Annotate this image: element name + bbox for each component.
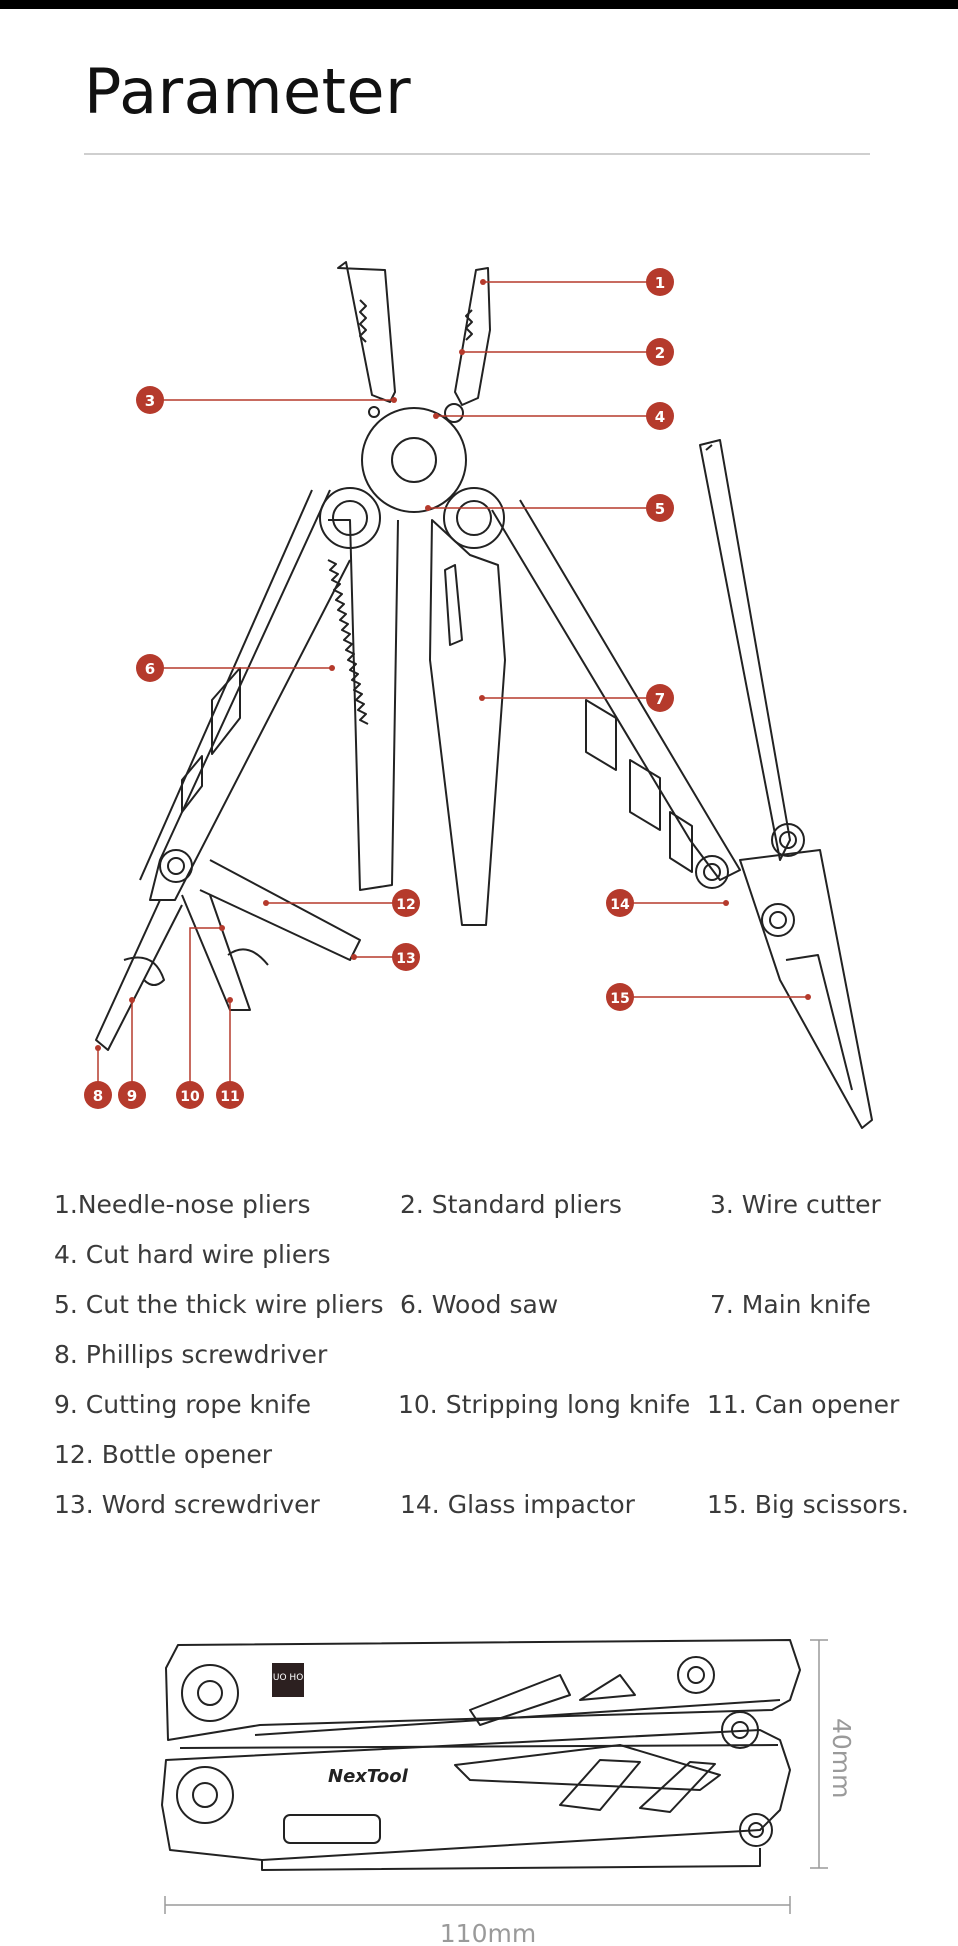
callout-label: 4 xyxy=(655,408,665,426)
callout-group-10: 10 xyxy=(176,925,225,1109)
legend-item: 15. Big scissors. xyxy=(707,1490,909,1519)
legend-item: 2. Standard pliers xyxy=(400,1190,622,1219)
folded-tool-drawing xyxy=(161,1639,801,1871)
callout-label: 15 xyxy=(610,991,629,1007)
callout-group-15: 15 xyxy=(606,983,811,1011)
callout-badge xyxy=(646,494,674,522)
callout-label: 13 xyxy=(396,951,415,967)
callout-group-9: 9 xyxy=(118,997,146,1109)
callout-label: 3 xyxy=(145,392,155,410)
tool-diagram: 1 2 3 4 5 6 7 8 xyxy=(84,261,873,1129)
callout-badge xyxy=(84,1081,112,1109)
legend-item: 1.Needle-nose pliers xyxy=(54,1190,311,1219)
callout-group-6: 6 xyxy=(136,654,335,682)
callout-badge xyxy=(216,1081,244,1109)
legend-item: 9. Cutting rope knife xyxy=(54,1390,311,1419)
callout-label: 12 xyxy=(396,897,415,913)
callout-badge xyxy=(646,684,674,712)
callout-badge xyxy=(646,268,674,296)
callout-group-12: 12 xyxy=(263,889,420,917)
callout-group-8: 8 xyxy=(84,1045,112,1109)
callout-badge xyxy=(646,338,674,366)
callout-badge xyxy=(136,654,164,682)
callout-group-2: 2 xyxy=(459,338,674,366)
callout-badge xyxy=(646,402,674,430)
brand-logo xyxy=(272,1663,304,1697)
callout-label: 2 xyxy=(655,344,665,362)
legend-item: 12. Bottle opener xyxy=(54,1440,273,1469)
legend-item: 8. Phillips screwdriver xyxy=(54,1340,328,1369)
callout-label: 8 xyxy=(93,1087,103,1105)
callout-group-7: 7 xyxy=(479,684,674,712)
callout-group-11: 11 xyxy=(216,997,244,1109)
callout-badge xyxy=(392,889,420,917)
callout-badge xyxy=(176,1081,204,1109)
legend-item: 5. Cut the thick wire pliers xyxy=(54,1290,384,1319)
callout-group-1: 1 xyxy=(480,268,674,296)
callout-label: 1 xyxy=(655,274,665,292)
callout-label: 11 xyxy=(220,1089,239,1105)
callout-label: 7 xyxy=(655,690,665,708)
callout-badge xyxy=(606,983,634,1011)
height-label: 40mm xyxy=(827,1718,856,1799)
legend-item: 10. Stripping long knife xyxy=(398,1390,691,1419)
legend-item: 11. Can opener xyxy=(707,1390,900,1419)
callout-badge xyxy=(606,889,634,917)
brand-name: NexTool xyxy=(328,1766,409,1787)
top-bar xyxy=(0,0,958,9)
callout-group-14: 14 xyxy=(606,889,729,917)
page-title: Parameter xyxy=(84,55,412,128)
callout-group-5: 5 xyxy=(425,494,674,522)
callout-group-3: 3 xyxy=(136,386,397,414)
callout-badge xyxy=(392,943,420,971)
callout-badge xyxy=(118,1081,146,1109)
multitool-drawing xyxy=(95,261,873,1129)
callout-label: 6 xyxy=(145,660,155,678)
callout-label: 5 xyxy=(655,500,665,518)
callout-label: 9 xyxy=(127,1087,137,1105)
callout-group-13: 13 xyxy=(351,943,420,971)
legend-item: 13. Word screwdriver xyxy=(54,1490,320,1519)
callout-group-4: 4 xyxy=(433,402,674,430)
width-label: 110mm xyxy=(440,1919,536,1946)
callout-badge xyxy=(136,386,164,414)
callout-label: 14 xyxy=(610,897,630,913)
legend-item: 6. Wood saw xyxy=(400,1290,559,1319)
callout-label: 10 xyxy=(180,1089,200,1105)
legend-item: 14. Glass impactor xyxy=(400,1490,635,1519)
parts-legend: 1.Needle-nose pliers 2. Standard pliers … xyxy=(0,1190,958,1530)
legend-item: 4. Cut hard wire pliers xyxy=(54,1240,331,1269)
legend-item: 3. Wire cutter xyxy=(710,1190,881,1219)
brand-logo-text: HUO HOU xyxy=(266,1673,310,1683)
title-divider xyxy=(84,153,870,155)
legend-item: 7. Main knife xyxy=(710,1290,871,1319)
